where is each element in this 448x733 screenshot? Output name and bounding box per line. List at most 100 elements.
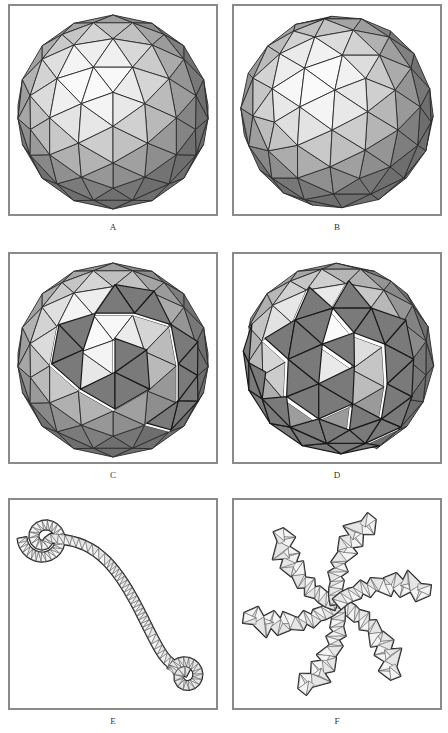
net-triangle <box>292 574 305 588</box>
sphere-face <box>196 96 209 130</box>
sphere-face <box>366 78 396 111</box>
sphere-face <box>31 366 50 403</box>
sphere-face <box>342 30 379 55</box>
sphere-face <box>31 118 50 155</box>
panel-content <box>232 252 442 464</box>
unfolding-strip-face <box>350 404 382 430</box>
panel-content <box>232 4 442 216</box>
unfolding-strip-face <box>243 324 252 363</box>
panel-frame <box>9 5 217 215</box>
panel-frame <box>9 499 217 709</box>
net-triangle <box>274 532 285 544</box>
sphere-face <box>426 341 434 375</box>
sphere-face <box>50 104 82 143</box>
net-triangle <box>50 534 57 543</box>
panel-frame <box>233 499 441 709</box>
panel-letter: D <box>334 471 341 480</box>
unfolding-strip-face <box>115 338 147 372</box>
unfolding-strip-face <box>249 363 266 399</box>
net-triangle <box>344 521 363 534</box>
net-triangle <box>193 668 202 674</box>
unfolding-strip-face <box>319 419 350 444</box>
net-triangle <box>36 540 42 550</box>
net-outline <box>18 520 203 690</box>
panel-frame <box>233 5 441 215</box>
sphere-face <box>253 89 275 122</box>
panel-letter: F <box>334 717 339 726</box>
sphere-face <box>274 107 300 145</box>
panel <box>8 4 218 216</box>
net-triangle <box>30 527 40 532</box>
net-triangle <box>354 606 359 622</box>
panel-ground <box>232 252 442 464</box>
panel-content <box>8 498 218 710</box>
panel-ground <box>8 4 218 216</box>
sphere-face <box>18 96 31 130</box>
unfolding-strip-face <box>288 344 322 384</box>
panel-letter: A <box>110 223 117 232</box>
unfolding-strip-face <box>135 291 171 325</box>
net-triangle <box>315 586 320 598</box>
panel-ground <box>8 252 218 464</box>
panel-frame <box>233 253 441 463</box>
unfolding-strip-face <box>322 333 354 367</box>
panel-ground <box>232 498 442 710</box>
sphere-face <box>113 92 145 126</box>
net-triangle <box>36 552 41 562</box>
unfolding-strip-face <box>354 308 385 344</box>
net-triangle <box>47 520 52 530</box>
panel-ground <box>8 498 218 710</box>
sphere-face <box>395 90 420 130</box>
unfolding-strip-face <box>295 308 333 344</box>
net-triangle <box>369 620 382 634</box>
panel-content <box>8 252 218 464</box>
sphere-face <box>93 448 132 457</box>
panel-letter: B <box>334 223 340 232</box>
net-triangle <box>312 674 331 687</box>
net-triangle <box>322 660 334 673</box>
net-triangle <box>99 553 105 565</box>
unfolding-strip-face <box>59 313 95 350</box>
net-triangle <box>354 610 359 622</box>
unfolding-strip-face <box>80 372 115 409</box>
net-triangle <box>401 571 409 586</box>
net-outline <box>328 513 375 605</box>
sphere-face <box>93 39 132 67</box>
net-triangle <box>315 586 320 602</box>
net-triangle <box>360 513 368 527</box>
sphere-face <box>93 15 132 23</box>
sphere-face <box>334 194 371 208</box>
unfolding-strip-face <box>333 281 372 308</box>
net-outline <box>298 603 345 695</box>
net-triangle <box>185 666 190 676</box>
net-triangle <box>326 632 345 637</box>
panel-content <box>232 498 442 710</box>
sphere-face <box>300 90 335 130</box>
sphere-face <box>81 92 113 126</box>
unfolding-strip-face <box>385 344 414 384</box>
sphere-face <box>93 263 132 271</box>
unfolding-strip-face <box>327 443 366 453</box>
sphere-face <box>93 200 132 209</box>
panel <box>232 4 442 216</box>
net-triangle <box>306 681 314 695</box>
net-triangle <box>305 577 314 587</box>
unfolding-strip-face <box>178 364 197 401</box>
sphere-face <box>18 344 31 378</box>
panel-letter: E <box>110 717 116 726</box>
net-triangle <box>360 621 369 631</box>
unfolding-strip-face <box>52 350 84 389</box>
net-triangle <box>93 548 99 560</box>
net-triangle <box>50 534 58 543</box>
sphere-face <box>241 78 253 116</box>
panel-letter: C <box>110 471 116 480</box>
unfolding-strip-face <box>262 397 290 428</box>
sphere-face <box>176 118 195 155</box>
net-triangle <box>178 657 184 666</box>
net-outline <box>333 571 431 609</box>
sphere-face <box>322 263 361 269</box>
sphere-face <box>145 104 177 143</box>
panel-frame <box>9 253 217 463</box>
panel <box>8 498 218 710</box>
